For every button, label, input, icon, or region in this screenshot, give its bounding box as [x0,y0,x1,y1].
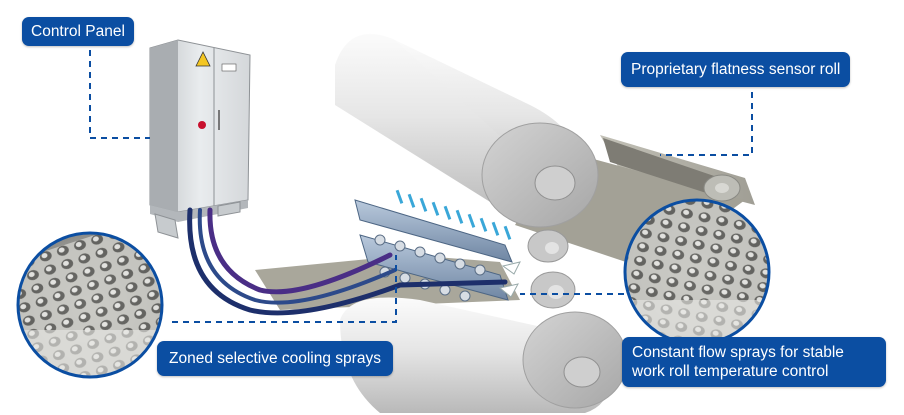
constant-flow-label-line-2: work roll temperature control [632,363,829,380]
control-panel-label: Control Panel [22,17,134,46]
top-backup-roll [335,33,599,228]
zoom-circle-right [623,198,771,346]
zoned-sprays-label: Zoned selective cooling sprays [157,341,393,376]
work-rolls [527,229,576,309]
constant-flow-label-line-1: Constant flow sprays for stable [632,344,844,361]
warning-sign-icon [195,51,211,67]
flatness-sensor-roll-label: Proprietary flatness sensor roll [621,52,851,87]
constant-flow-sprays-label: Constant flow sprays for stable work rol… [622,337,886,387]
flatness-sensor-roll [603,138,741,202]
control-panel-cabinet [149,39,251,239]
leader-lines [89,50,753,323]
coolant-hoses [187,207,508,316]
red-switch-icon [198,121,206,129]
cabinet-nameplate-icon [221,63,237,72]
bottom-backup-roll [340,297,628,413]
